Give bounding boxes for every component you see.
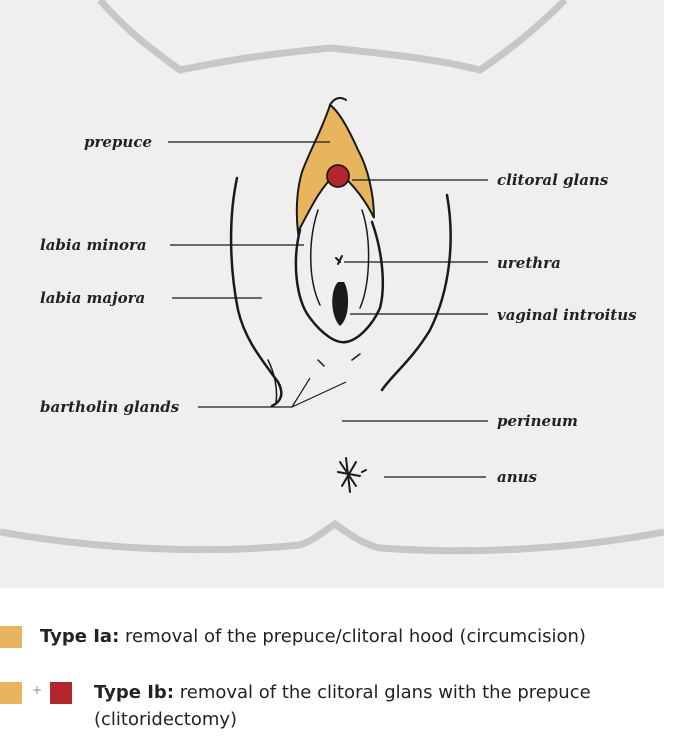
legend-type-ib-text: Type Ib: removal of the clitoral glans w… — [94, 680, 591, 706]
orange-swatch-ib — [0, 682, 22, 704]
label-perineum: perineum — [497, 412, 578, 430]
label-labia-majora: labia majora — [40, 289, 145, 307]
label-vaginal-introitus: vaginal introitus — [497, 306, 637, 324]
thigh-fold-left — [267, 359, 278, 403]
label-clitoral-glans: clitoral glans — [497, 171, 609, 189]
label-labia-minora: labia minora — [40, 236, 147, 254]
labia-majora-left-outline — [229, 176, 283, 408]
labia-majora-right-outline — [380, 193, 452, 392]
red-swatch — [50, 682, 72, 704]
clitoral-glans-region — [326, 164, 350, 188]
plus-sign: + — [32, 683, 43, 697]
label-bartholin-glands: bartholin glands — [40, 398, 180, 416]
legend-type-ia-description: removal of the prepuce/clitoral hood (ci… — [119, 626, 586, 647]
legend-type-ib-description-line2: (clitoridectomy) — [94, 709, 238, 730]
orange-swatch — [0, 626, 22, 648]
diagram-panel: prepuce clitoral glans labia minora uret… — [0, 0, 664, 588]
leader-bartholin-glands-right — [291, 381, 347, 408]
bartholin-mark-right — [351, 353, 361, 361]
vaginal-introitus-opening — [332, 282, 349, 326]
label-urethra: urethra — [497, 254, 561, 272]
leader-bartholin-glands — [198, 377, 311, 408]
legend-type-ib-title: Type Ib: — [94, 682, 175, 703]
bartholin-mark-left — [317, 359, 325, 367]
legend-type-ia-text: Type Ia: removal of the prepuce/clitoral… — [40, 624, 586, 650]
legend-type-ia-title: Type Ia: — [40, 626, 120, 647]
upper-body-contour — [97, 0, 568, 74]
labia-minora-inner-right — [359, 209, 370, 309]
labia-minora-inner-left — [310, 209, 321, 306]
labia-minora-outline — [294, 220, 385, 344]
anatomy-diagram: prepuce clitoral glans labia minora uret… — [0, 0, 664, 555]
prepuce-top — [329, 96, 347, 106]
legend-type-ib-description: removal of the clitoral glans with the p… — [174, 682, 591, 703]
urethra-opening — [335, 255, 343, 265]
anus-mark — [337, 457, 367, 493]
label-anus: anus — [497, 468, 538, 486]
label-prepuce: prepuce — [84, 133, 152, 151]
lower-body-contour — [0, 519, 664, 555]
